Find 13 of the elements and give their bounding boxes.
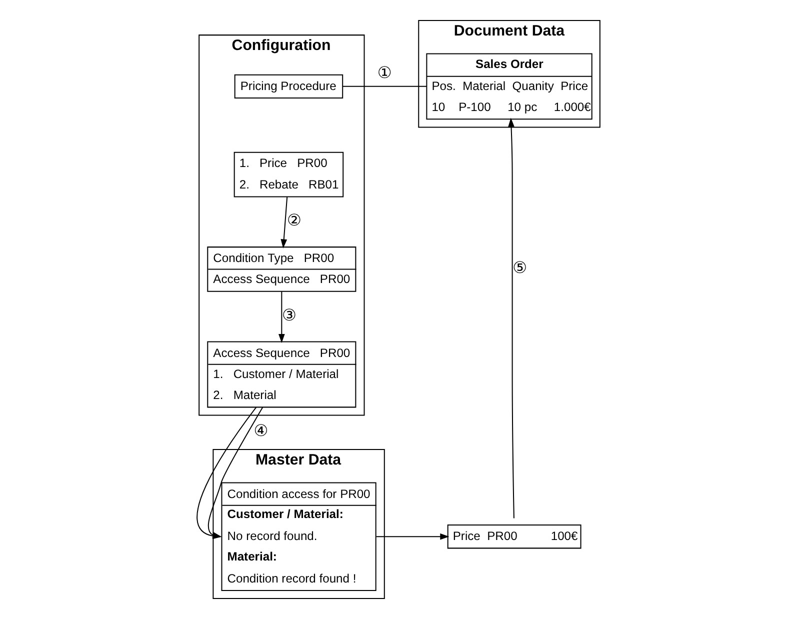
connector [342,86,426,87]
arrow [280,197,288,248]
edge-label: ① [376,63,392,82]
edge-label: ④ [253,421,268,440]
node-box: Pricing Procedure [234,74,343,98]
node-box: Price PR00 100€ [446,524,581,549]
edge-label: ③ [281,305,296,324]
edge-label: ⑤ [512,258,527,278]
arrow [278,292,284,344]
arrow [376,533,449,540]
node-box: 1. Price PR00 2. Rebate RB01 [233,152,344,198]
arrow [508,118,514,518]
edge-label: ② [286,210,301,230]
